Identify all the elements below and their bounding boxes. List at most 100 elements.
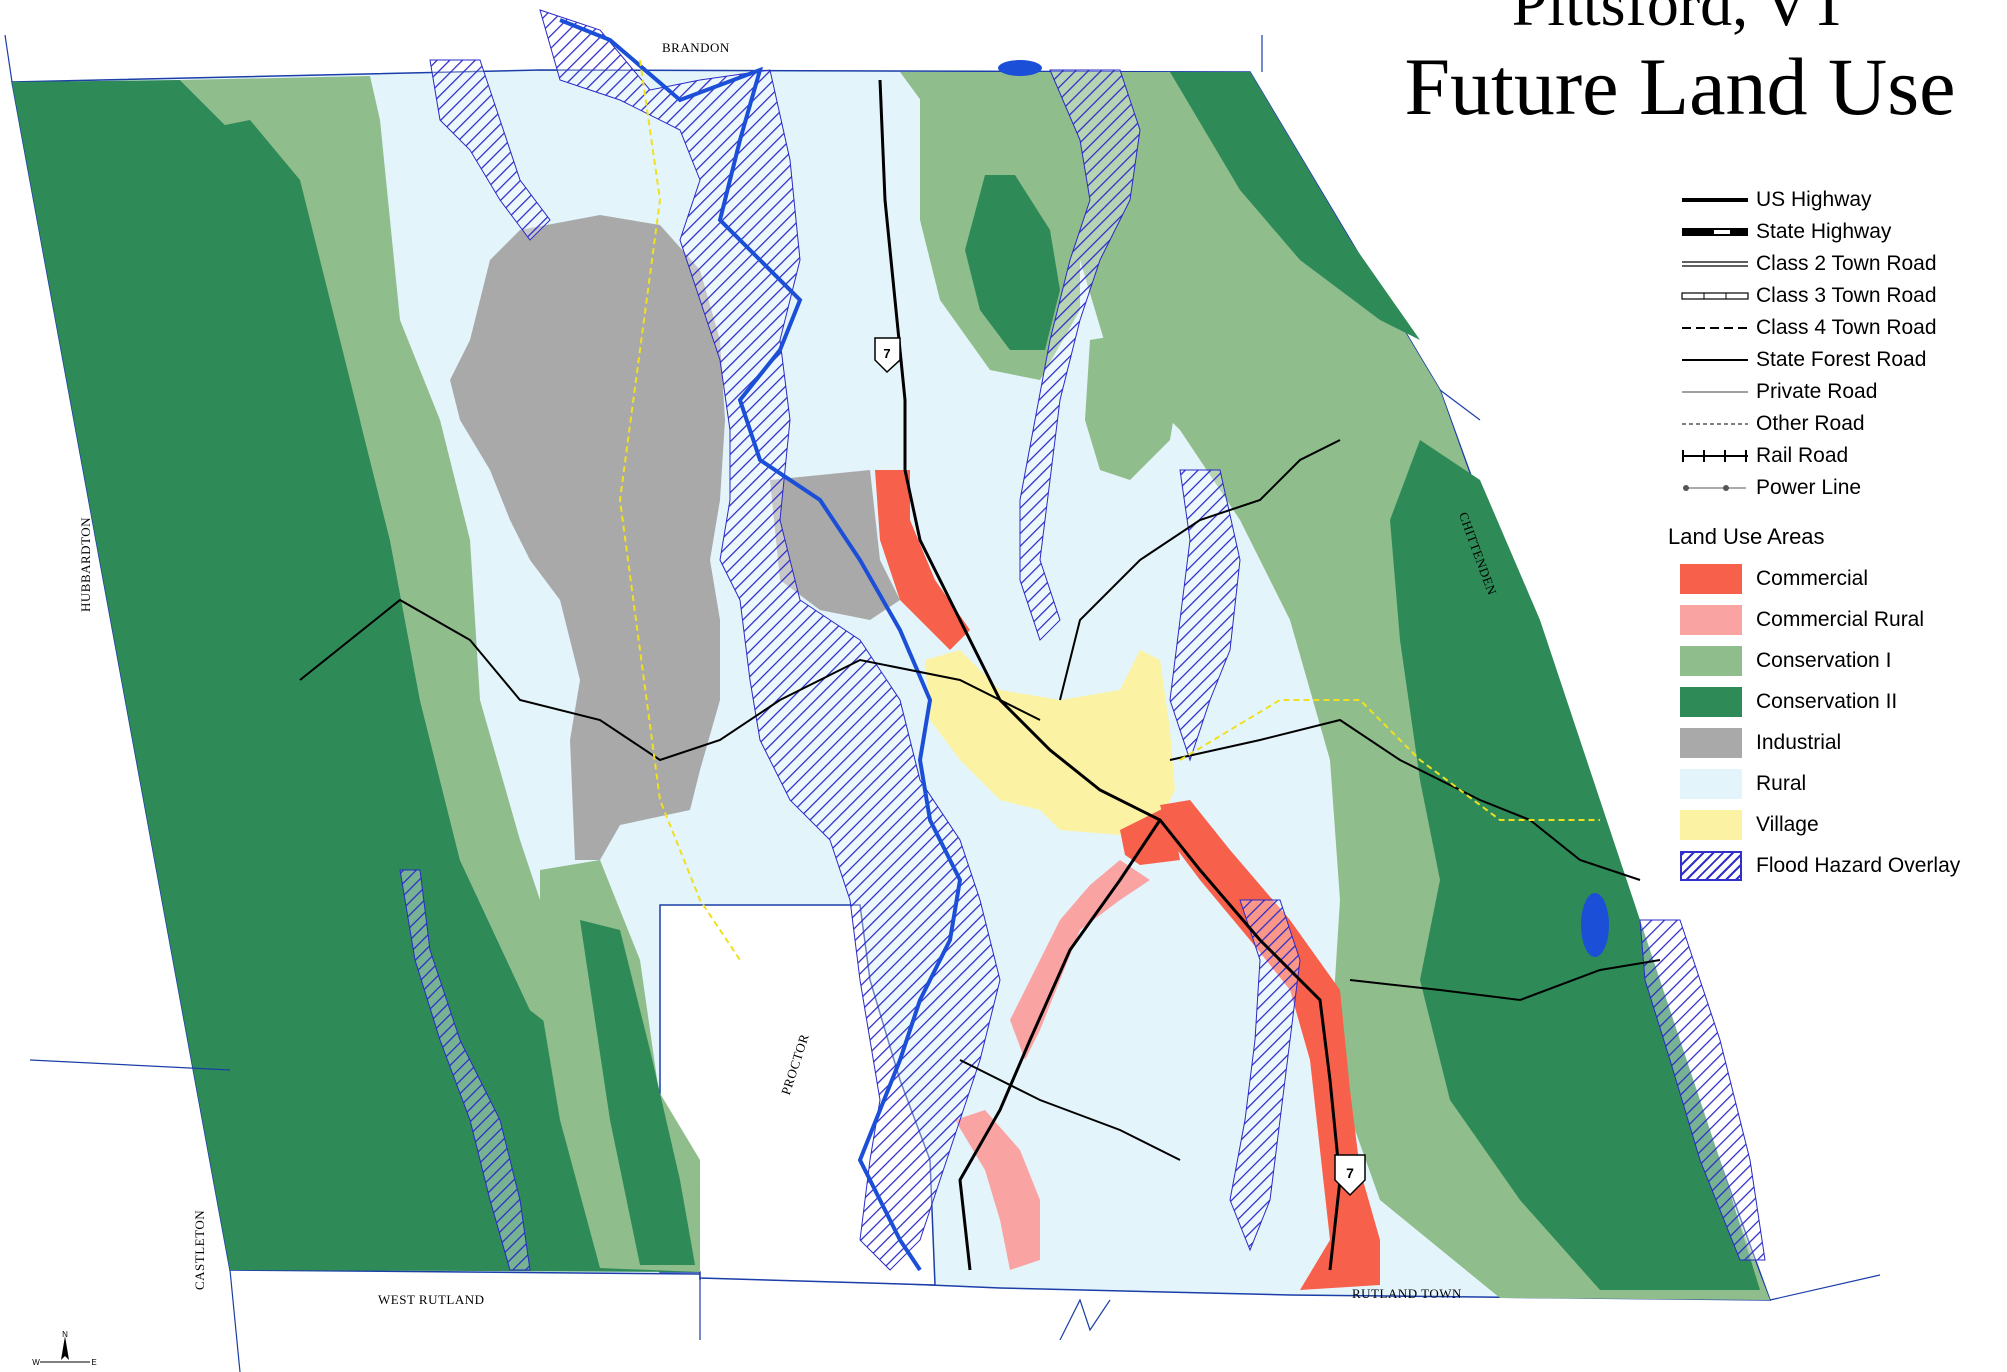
other-road-line-icon	[1682, 423, 1748, 425]
route-7-shield-north-label: 7	[883, 346, 890, 361]
conservation-ii-northeast	[1170, 72, 1420, 340]
flood-hazard-cold-river	[1229, 899, 1301, 1252]
power-line-icon	[1683, 485, 1746, 491]
flood-hazard-west-brook	[429, 59, 551, 241]
legend-conservation-i: Conservation I	[1680, 640, 2000, 681]
us-highway-line-icon	[1682, 198, 1748, 202]
legend-industrial-label: Industrial	[1756, 730, 1842, 754]
route-7-shield-south: 7	[1334, 1154, 1366, 1197]
village-swatch	[1680, 809, 1742, 840]
town-label-hubbardton: HUBBARDTON	[78, 516, 93, 612]
legend-commercial: Commercial	[1680, 558, 2000, 599]
conservation-i-swatch	[1680, 645, 1742, 676]
legend-state-highway-label: State Highway	[1756, 220, 1892, 243]
town-road-southeast	[1349, 959, 1661, 1002]
conservation-ii-west-inner	[200, 120, 440, 820]
legend-rural-label: Rural	[1756, 771, 1807, 795]
legend-flood-hazard-label: Flood Hazard Overlay	[1756, 853, 1961, 877]
compass-e: E	[91, 1358, 96, 1367]
flood-hazard-furnace-brook	[1019, 69, 1141, 641]
legend-commercial-label: Commercial	[1756, 566, 1869, 590]
legend-village: Village	[1680, 804, 2000, 845]
legend-class2-road: Class 2 Town Road	[1680, 248, 2000, 280]
commercial-corridor-south	[1160, 800, 1380, 1290]
legend-private-road: Private Road	[1680, 376, 2000, 408]
legend-us-highway-label: US Highway	[1756, 188, 1872, 211]
compass-n: N	[62, 1330, 68, 1339]
town-label-west-rutland: WEST RUTLAND	[378, 1292, 485, 1307]
map-legend: US Highway State Highway Class 2 Town Ro…	[1668, 184, 2000, 886]
legend-power-line-label: Power Line	[1756, 476, 1862, 499]
legend-class3-road-label: Class 3 Town Road	[1756, 284, 1937, 307]
legend-class3-road: Class 3 Town Road	[1680, 280, 2000, 312]
industrial-swatch	[1680, 727, 1742, 758]
conservation-ii-swatch	[1680, 686, 1742, 717]
rural-swatch	[1680, 768, 1742, 799]
state-forest-road-line-icon	[1682, 359, 1748, 361]
map-title-town: Pittsford, VT	[1511, 0, 1849, 39]
conservation-ii-south	[580, 920, 695, 1265]
land-use-areas-title: Land Use Areas	[1668, 524, 1825, 549]
commercial-corridor-north	[875, 470, 970, 650]
state-highway-3	[958, 819, 1162, 1271]
legend-rural: Rural	[1680, 763, 2000, 804]
village-area	[925, 650, 1175, 835]
flood-hazard-otter-creek	[539, 9, 1001, 1271]
legend-class4-road-label: Class 4 Town Road	[1756, 316, 1937, 339]
town-label-rutland-town: RUTLAND TOWN	[1352, 1286, 1462, 1301]
legend-flood-hazard: Flood Hazard Overlay	[1680, 845, 2000, 886]
north-arrow-icon: N W E	[32, 1330, 96, 1367]
pond-north	[998, 60, 1042, 76]
legend-us-highway: US Highway	[1680, 184, 2000, 216]
compass-w: W	[32, 1358, 40, 1367]
class3-road-line-icon	[1681, 292, 1749, 300]
route-7-shield-north: 7	[874, 337, 901, 374]
town-road-east	[1169, 718, 1641, 881]
legend-other-road-label: Other Road	[1756, 412, 1865, 435]
legend-conservation-ii: Conservation II	[1680, 681, 2000, 722]
industrial-area-2	[770, 470, 900, 620]
town-road-north	[1059, 439, 1341, 701]
adjacent-boundary-lines	[4, 34, 1881, 1372]
legend-class4-road: Class 4 Town Road	[1680, 312, 2000, 344]
town-road-south	[959, 1059, 1181, 1161]
private-road-line-icon	[1682, 391, 1748, 393]
route-7-shield-south-label: 7	[1346, 1165, 1354, 1181]
legend-rail-road-label: Rail Road	[1756, 444, 1849, 467]
conservation-ii-west	[12, 80, 700, 1272]
legend-state-forest-road: State Forest Road	[1680, 344, 2000, 376]
town-road-west	[299, 598, 1041, 762]
class4-road-line-icon	[1682, 327, 1748, 329]
legend-other-road: Other Road	[1680, 408, 2000, 440]
legend-industrial: Industrial	[1680, 722, 2000, 763]
flood-hazard-southeast	[1639, 919, 1766, 1261]
legend-rail-road: Rail Road	[1680, 440, 2000, 472]
legend-village-label: Village	[1756, 812, 1819, 836]
legend-state-highway: State Highway	[1680, 216, 2000, 248]
state-highway-line-icon	[1682, 228, 1748, 236]
conservation-i-hill-mid	[1085, 330, 1180, 480]
town-label-brandon: BRANDON	[662, 40, 730, 55]
route-7-us-highway	[878, 79, 1342, 1271]
legend-private-road-label: Private Road	[1756, 380, 1878, 403]
commercial-swatch	[1680, 563, 1742, 594]
legend-commercial-rural-label: Commercial Rural	[1756, 607, 1925, 631]
legend-commercial-rural: Commercial Rural	[1680, 599, 2000, 640]
commercial-rural-band	[1010, 860, 1150, 1060]
commercial-rural-swatch	[1680, 604, 1742, 635]
conservation-ii-hill-2	[965, 175, 1060, 350]
flood-hazard-swatch	[1680, 850, 1742, 881]
industrial-area	[450, 215, 725, 860]
map-title: Future Land Use	[1404, 41, 1956, 132]
town-label-castleton: CASTLETON	[192, 1209, 207, 1290]
legend-power-line: Power Line	[1680, 472, 2000, 504]
legend-conservation-i-label: Conservation I	[1756, 648, 1892, 672]
class2-road-line-icon	[1682, 261, 1748, 267]
legend-state-forest-road-label: State Forest Road	[1756, 348, 1927, 371]
flood-hazard-east-brook	[1169, 469, 1241, 762]
otter-creek-river	[559, 18, 963, 1272]
legend-class2-road-label: Class 2 Town Road	[1756, 252, 1937, 275]
conservation-ii-east	[1390, 440, 1760, 1290]
pond-east	[1581, 893, 1609, 957]
